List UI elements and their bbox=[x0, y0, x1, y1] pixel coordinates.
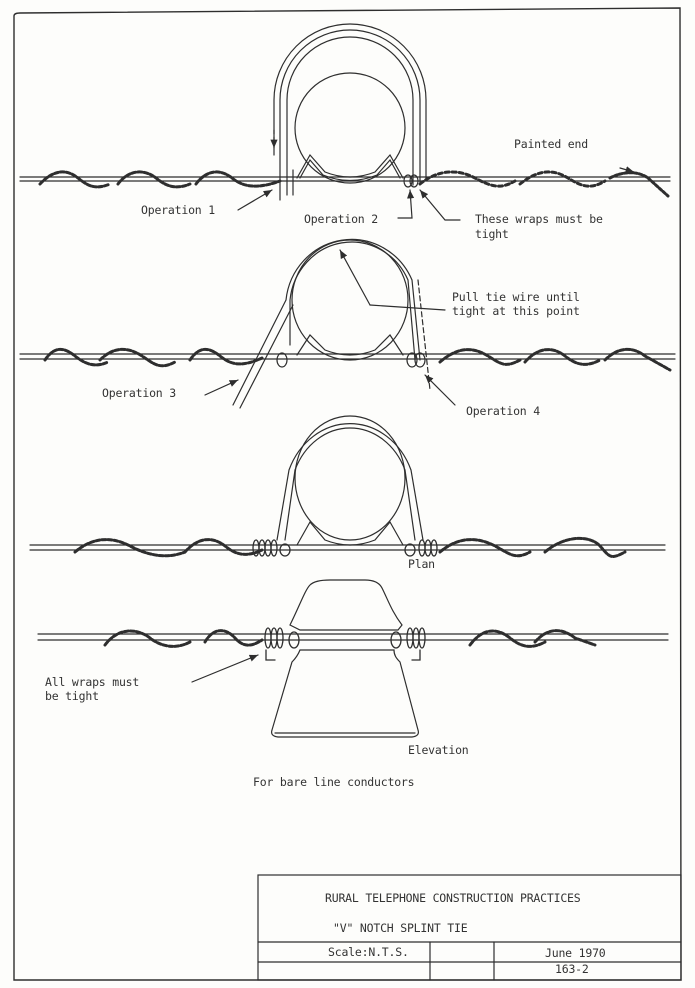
title-block-frame bbox=[257, 874, 682, 981]
label-all-wraps-line1: All wraps must bbox=[45, 675, 140, 689]
figure-operation-3-4 bbox=[19, 238, 676, 409]
label-plan: Plan bbox=[408, 557, 435, 571]
sheet-border bbox=[13, 7, 682, 981]
label-wraps-tight-line1: These wraps must be bbox=[475, 212, 603, 226]
label-operation-4: Operation 4 bbox=[466, 404, 540, 418]
label-pull-tie-line1: Pull tie wire until bbox=[452, 290, 580, 304]
figure-plan bbox=[29, 415, 666, 558]
title-block-date: June 1970 bbox=[545, 946, 606, 960]
label-elevation: Elevation bbox=[408, 743, 469, 757]
label-all-wraps-line2: be tight bbox=[45, 689, 99, 703]
title-block-drawing-number: 163-2 bbox=[555, 962, 589, 976]
label-pull-tie-line2: tight at this point bbox=[452, 304, 580, 318]
caption: For bare line conductors bbox=[253, 775, 415, 789]
label-operation-1: Operation 1 bbox=[141, 203, 215, 217]
label-operation-3: Operation 3 bbox=[102, 386, 176, 400]
title-block-organization: RURAL TELEPHONE CONSTRUCTION PRACTICES bbox=[325, 891, 581, 905]
figure-operation-1-2 bbox=[19, 23, 671, 221]
title-block-drawing-title: "V" NOTCH SPLINT TIE bbox=[333, 921, 468, 935]
label-operation-2: Operation 2 bbox=[304, 212, 378, 226]
title-block-scale: Scale:N.T.S. bbox=[328, 945, 409, 959]
label-wraps-tight-line2: tight bbox=[475, 227, 509, 241]
figure-elevation bbox=[37, 579, 669, 738]
label-painted-end: Painted end bbox=[514, 137, 588, 151]
